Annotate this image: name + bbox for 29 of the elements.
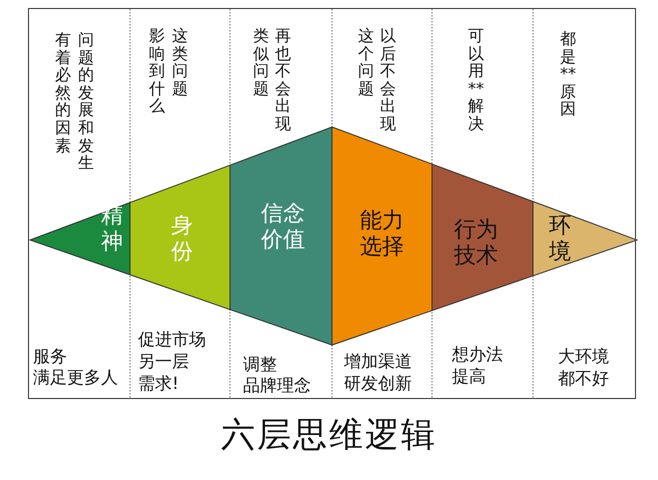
note-text: 都不好 — [558, 369, 609, 390]
note-text: 问题的发展和发生 — [78, 31, 94, 172]
segment-label: 环境 — [548, 214, 572, 266]
note-text: 需求! — [138, 374, 179, 394]
note-text: 研发创新 — [344, 374, 412, 394]
note-text: 调整 — [243, 355, 277, 376]
segment-label: 行为技术 — [453, 218, 499, 270]
note-text: 再也不会出现 — [275, 27, 291, 133]
note-text: 这类问题 — [172, 27, 188, 98]
note-text: 满足更多人 — [33, 368, 118, 388]
note-text: 都是**原因 — [560, 30, 576, 118]
note-text: 类似问题 — [253, 27, 269, 98]
note-text: 有着必然的因素 — [55, 31, 71, 154]
note-text: 想办法 — [452, 345, 503, 366]
segment-label: 身份 — [170, 214, 194, 266]
note-text: 可以用**解决 — [468, 27, 484, 133]
note-text: 品牌理念 — [243, 376, 311, 396]
note-text: 大环境 — [558, 347, 609, 368]
note-text: 增加渠道 — [344, 352, 412, 372]
segment-label: 能力选择 — [359, 208, 405, 262]
note-text: 这个问题 — [358, 27, 374, 98]
note-text: 影响到什么 — [149, 27, 165, 115]
note-text: 促进市场 — [138, 330, 206, 350]
diagram-title: 六层思维逻辑 — [220, 414, 438, 457]
note-text: 提高 — [452, 367, 486, 388]
segment-label: 信念价值 — [260, 202, 306, 254]
note-text: 服务 — [33, 347, 67, 368]
note-text: 以后不会出现 — [380, 27, 396, 133]
note-text: 另一层 — [138, 352, 189, 372]
